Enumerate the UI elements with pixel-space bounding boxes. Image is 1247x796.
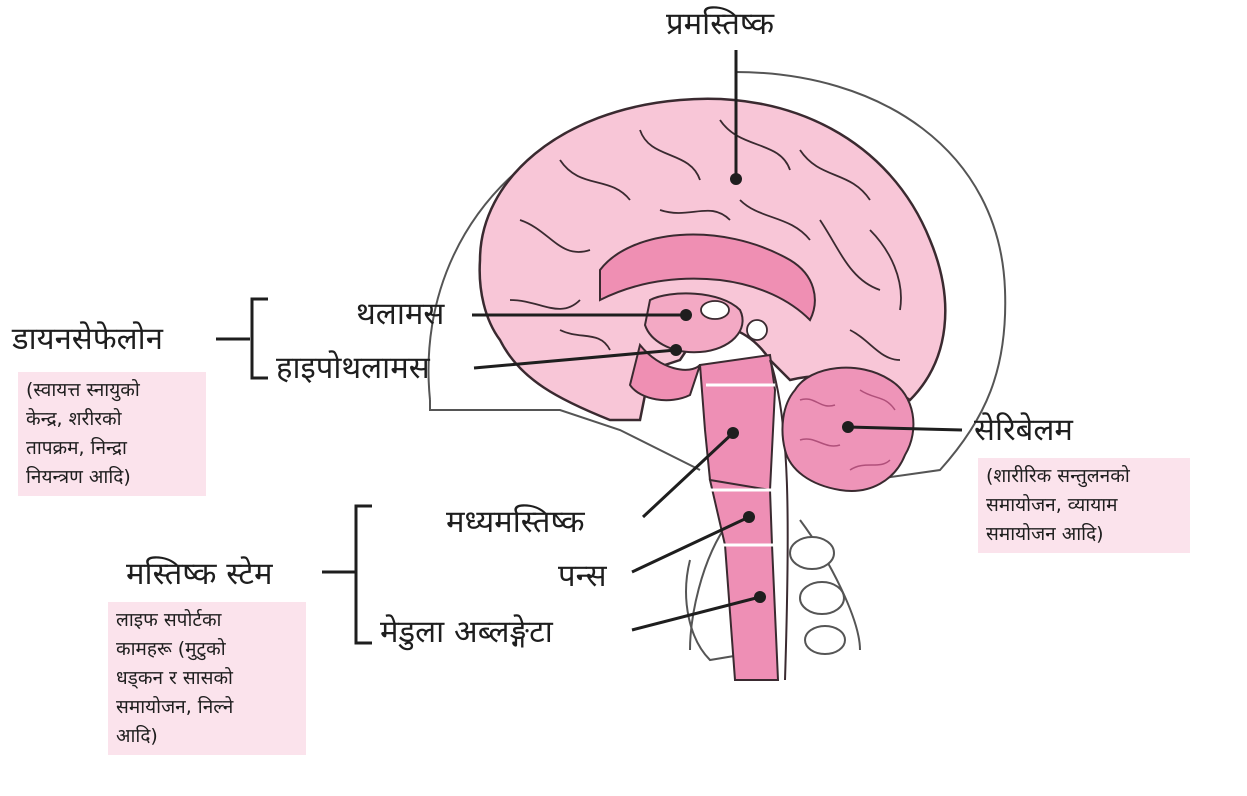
hypothalamus-label: हाइपोथलामस: [276, 350, 430, 386]
cerebellum-label: सेरिबेलम: [974, 412, 1073, 448]
diencephalon-bracket: [252, 299, 268, 378]
note-line: आदि): [116, 722, 298, 751]
note-line: (शारीरिक सन्तुलनको: [986, 462, 1182, 491]
vertebra: [790, 537, 834, 569]
brainstem-label: मस्तिष्क स्टेम: [126, 556, 273, 592]
brainstem-note: लाइफ सपोर्टका कामहरू (मुटुको धड्कन र सास…: [108, 602, 306, 755]
medulla-label: मेडुला अब्लङ्गेटा: [380, 614, 553, 650]
note-line: केन्द्र, शरीरको: [26, 405, 198, 434]
pons-label: पन्स: [558, 558, 607, 594]
thalamus-label: थलामस: [356, 296, 444, 332]
diencephalon-label: डायनसेफेलोन: [12, 321, 163, 357]
pineal-ring: [747, 320, 767, 340]
vertebra: [800, 582, 844, 614]
midbrain: [700, 355, 775, 500]
cerebellum-note: (शारीरिक सन्तुलनको समायोजन, व्यायाम समाय…: [978, 458, 1190, 553]
midbrain-label: मध्यमस्तिष्क: [446, 504, 585, 540]
vertebra: [805, 626, 845, 654]
brainstem-bracket: [356, 506, 372, 643]
medulla-shape: [725, 545, 778, 680]
cerebrum-label: प्रमस्तिष्क: [666, 6, 774, 42]
note-line: धड्कन र सासको: [116, 664, 298, 693]
note-line: लाइफ सपोर्टका: [116, 606, 298, 635]
note-line: नियन्त्रण आदि): [26, 463, 198, 492]
thalamus-region: [645, 293, 743, 352]
note-line: (स्वायत्त स्नायुको: [26, 376, 198, 405]
thalamus-oval: [701, 301, 729, 319]
diencephalon-note: (स्वायत्त स्नायुको केन्द्र, शरीरको तापक्…: [18, 372, 206, 496]
note-line: तापक्रम, निन्द्रा: [26, 434, 198, 463]
note-line: समायोजन आदि): [986, 520, 1182, 549]
note-line: कामहरू (मुटुको: [116, 635, 298, 664]
note-line: समायोजन, निल्ने: [116, 693, 298, 722]
note-line: समायोजन, व्यायाम: [986, 491, 1182, 520]
